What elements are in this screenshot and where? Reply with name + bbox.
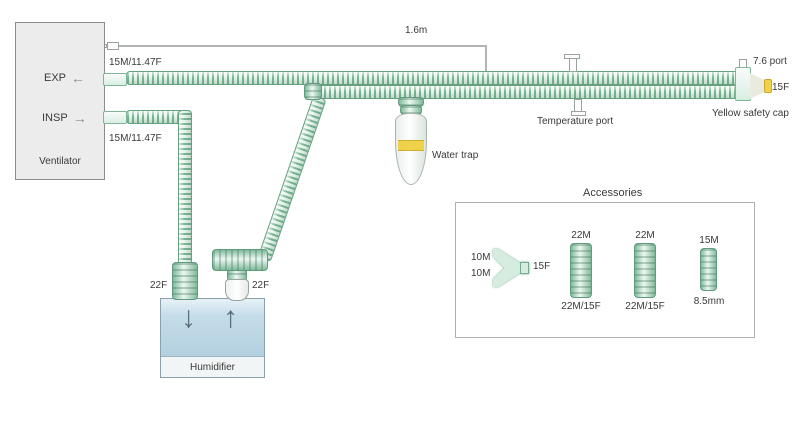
humidifier-water-chamber: ↓ ↑ xyxy=(161,299,264,357)
yellow-safety-cap xyxy=(764,79,772,93)
pressure-line-vertical xyxy=(485,45,487,73)
temperature-port-label: Temperature port xyxy=(537,116,614,127)
insp-tube-diagonal xyxy=(257,95,327,263)
limb-junction-connector xyxy=(304,83,322,100)
pressure-line-length-label: 1.6m xyxy=(405,25,428,36)
wye-connector-body xyxy=(493,249,521,287)
humidifier-inflow-arrow-icon: ↓ xyxy=(181,301,196,334)
wye-bottom-spec-label: 10M xyxy=(471,268,491,279)
water-trap-body xyxy=(395,113,427,185)
insp-port-connector xyxy=(103,111,127,124)
humidifier-box: ↓ ↑ Humidifier xyxy=(160,298,265,378)
patient-port-label: 15F xyxy=(772,82,790,93)
insp-port-row: INSP → xyxy=(42,111,87,125)
humidifier-inlet-spec-label: 22F xyxy=(150,280,168,291)
accessories-title: Accessories xyxy=(583,187,643,199)
wye-out-spec-label: 15F xyxy=(533,261,551,272)
ventilator-box: EXP ← INSP → Ventilator xyxy=(15,22,105,180)
wye-connector-outlet xyxy=(520,262,529,274)
wye-top-spec-label: 10M xyxy=(471,252,491,263)
insp-label: INSP xyxy=(42,112,68,124)
exp-flow-arrow-icon: ← xyxy=(71,70,86,86)
adapter1-bottom-label: 22M/15F xyxy=(561,301,601,312)
humidifier-outlet-spec-label: 22F xyxy=(252,280,270,291)
pressure-line-horizontal xyxy=(119,45,485,47)
adapter3-top-label: 15M xyxy=(699,235,719,246)
adapter1-top-label: 22M xyxy=(571,230,591,241)
adapter-22m-15f-2 xyxy=(634,243,656,298)
ventilator-label: Ventilator xyxy=(39,156,81,167)
water-trap-label: Water trap xyxy=(432,150,479,161)
adapter-15m-85mm xyxy=(700,248,717,291)
insp-flow-arrow-icon: → xyxy=(72,110,87,126)
top-port-label: 7.6 port xyxy=(753,56,787,67)
temperature-port-fitting-top-stem xyxy=(569,58,577,72)
insp-port-spec-label: 15M/11.47F xyxy=(109,133,162,144)
patient-connector-cone xyxy=(750,73,766,99)
humidifier-outflow-arrow-icon: ↑ xyxy=(223,301,238,334)
wye-connector xyxy=(493,249,529,287)
adapter2-bottom-label: 22M/15F xyxy=(625,301,665,312)
pressure-line-plug xyxy=(107,42,119,50)
humidifier-outlet-chamber xyxy=(225,279,249,301)
exp-port-spec-label: 15M/11.47F xyxy=(109,57,162,68)
humidifier-inlet-connector xyxy=(172,262,198,300)
exp-port-row: EXP ← xyxy=(44,71,85,85)
inspiratory-limb-tube xyxy=(313,85,738,99)
exp-label: EXP xyxy=(44,72,67,84)
water-trap-yellow-band xyxy=(398,140,424,151)
humidifier-label: Humidifier xyxy=(189,362,235,373)
adapter2-top-label: 22M xyxy=(635,230,655,241)
expiratory-limb-tube xyxy=(126,71,740,85)
exp-port-connector xyxy=(103,73,127,86)
adapter-22m-15f-1 xyxy=(570,243,592,298)
insp-tube-vertical xyxy=(178,110,192,266)
humidifier-outlet-elbow xyxy=(212,249,268,271)
patient-wye-body xyxy=(735,67,751,101)
yellow-safety-cap-label: Yellow safety cap xyxy=(712,108,789,119)
adapter3-bottom-label: 8.5mm xyxy=(693,296,725,307)
temperature-port-fitting-bottom-cap xyxy=(571,111,586,116)
